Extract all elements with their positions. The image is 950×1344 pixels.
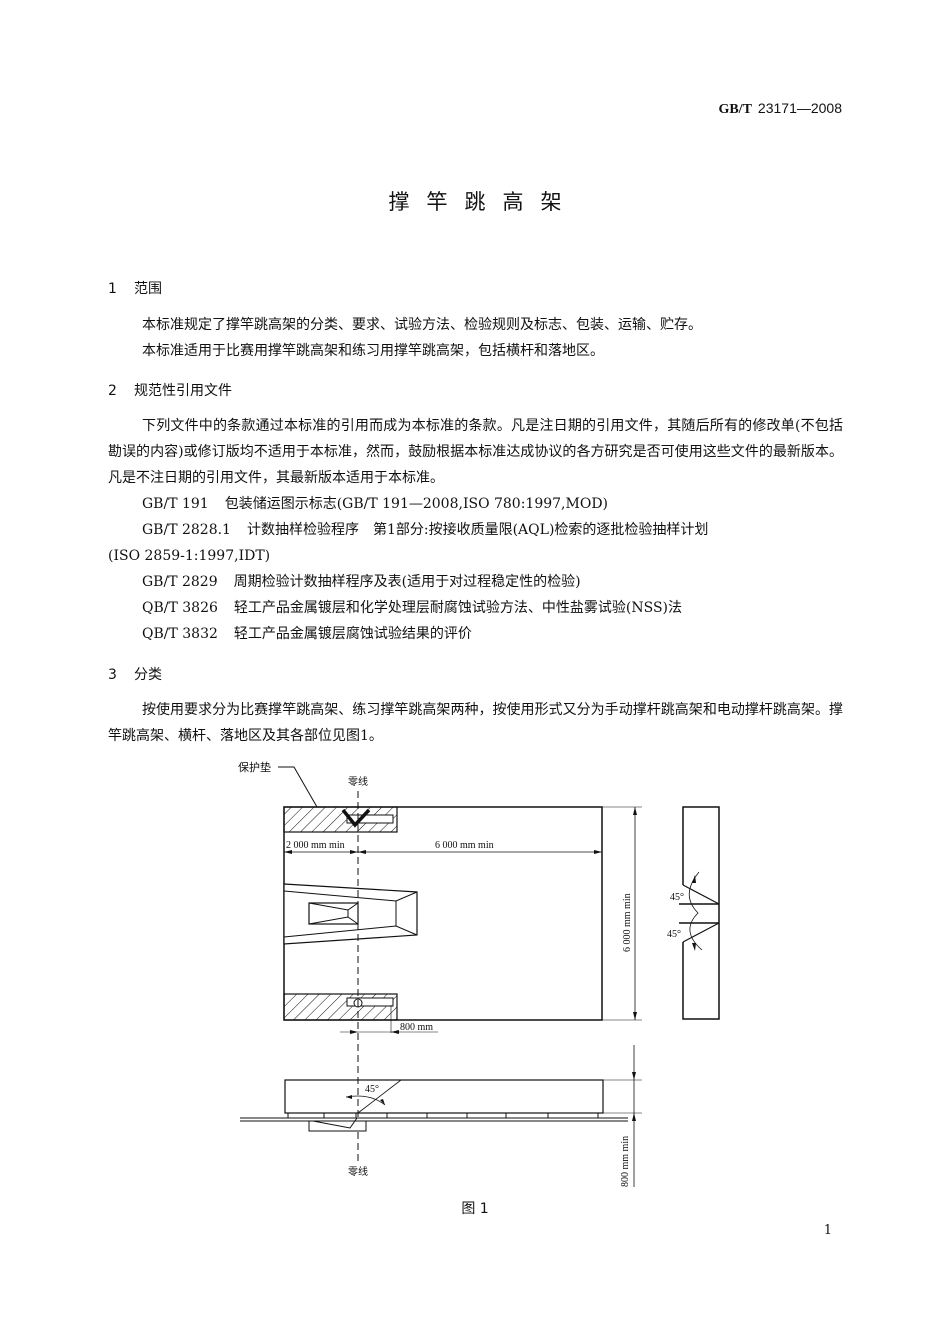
reference-code: GB/T 191 xyxy=(142,496,209,512)
dim-800-horizontal-label: 800 mm xyxy=(400,1022,433,1033)
reference-code: QB/T 3832 xyxy=(142,626,218,642)
paragraph: 按使用要求分为比赛撑竿跳高架、练习撑竿跳高架两种，按使用形式又分为手动撑杆跳高架… xyxy=(108,702,843,744)
reference-title: 计数抽样检验程序 第1部分:按接收质量限(AQL)检索的逐批检验抽样计划 xyxy=(246,522,709,538)
figure-1-diagram: 保护垫 零线 2 000 mm min 6 000 mm min 6 000 m… xyxy=(238,760,642,1187)
reference-item: GB/T 2829 周期检验计数抽样程序及表(适用于对过程稳定性的检验) xyxy=(142,569,581,595)
standard-prefix: GB/T xyxy=(718,102,752,117)
standard-code: 23171—2008 xyxy=(757,100,842,116)
angle-45-lower: 45° xyxy=(667,929,681,940)
section-number: 3 xyxy=(108,667,117,683)
zero-line-label-bottom: 零线 xyxy=(348,1165,368,1178)
reference-item: GB/T 2828.1 计数抽样检验程序 第1部分:按接收质量限(AQL)检索的逐… xyxy=(142,517,708,543)
reference-code: GB/T 2829 xyxy=(142,574,218,590)
crossbar-support-detail: 45° 45° xyxy=(667,806,720,1020)
section-title: 范围 xyxy=(134,281,162,297)
reference-code: GB/T 2828.1 xyxy=(142,522,231,538)
angle-45-upper: 45° xyxy=(670,892,684,903)
section-2-heading: 2 规范性引用文件 xyxy=(108,380,232,400)
zero-line-label-top: 零线 xyxy=(348,775,368,788)
standard-number: GB/T 23171—2008 xyxy=(718,100,842,118)
section-number: 1 xyxy=(108,281,117,297)
reference-item: GB/T 191 包装储运图示标志(GB/T 191—2008,ISO 780:1… xyxy=(142,491,608,517)
reference-title: 周期检验计数抽样程序及表(适用于对过程稳定性的检验) xyxy=(233,574,581,590)
document-title: 撑竿跳高架 xyxy=(388,190,579,214)
section-number: 2 xyxy=(108,383,117,399)
dim-2000-label: 2 000 mm min xyxy=(286,840,345,851)
section-title: 分类 xyxy=(134,667,162,683)
pad-label: 保护垫 xyxy=(238,760,271,774)
page-number: 1 xyxy=(823,1223,832,1238)
section-title: 规范性引用文件 xyxy=(134,383,232,399)
dim-6000-vertical-label: 6 000 mm min xyxy=(622,893,633,952)
figure-caption: 图 1 xyxy=(461,1201,489,1217)
section-1-heading: 1 范围 xyxy=(108,278,162,298)
angle-45-side: 45° xyxy=(365,1084,379,1095)
reference-title: 轻工产品金属镀层和化学处理层耐腐蚀试验方法、中性盐雾试验(NSS)法 xyxy=(233,600,683,616)
paragraph: 本标准适用于比赛用撑竿跳高架和练习用撑竿跳高架，包括横杆和落地区。 xyxy=(142,343,604,359)
reference-title: 包装储运图示标志(GB/T 191—2008,ISO 780:1997,MOD) xyxy=(224,496,609,512)
paragraph: 下列文件中的条款通过本标准的引用而成为本标准的条款。凡是注日期的引用文件，其随后… xyxy=(108,418,843,486)
reference-title: 轻工产品金属镀层腐蚀试验结果的评价 xyxy=(233,626,472,642)
dim-800-vertical-label: 800 mm min xyxy=(620,1136,631,1187)
reference-item: QB/T 3826 轻工产品金属镀层和化学处理层耐腐蚀试验方法、中性盐雾试验(NS… xyxy=(142,595,682,621)
reference-item: QB/T 3832 轻工产品金属镀层腐蚀试验结果的评价 xyxy=(142,621,472,647)
dim-6000-horizontal-label: 6 000 mm min xyxy=(435,840,494,851)
reference-code: QB/T 3826 xyxy=(142,600,218,616)
section-3-heading: 3 分类 xyxy=(108,664,162,684)
reference-continuation: (ISO 2859-1:1997,IDT) xyxy=(108,548,271,564)
paragraph: 本标准规定了撑竿跳高架的分类、要求、试验方法、检验规则及标志、包装、运输、贮存。 xyxy=(142,317,702,333)
